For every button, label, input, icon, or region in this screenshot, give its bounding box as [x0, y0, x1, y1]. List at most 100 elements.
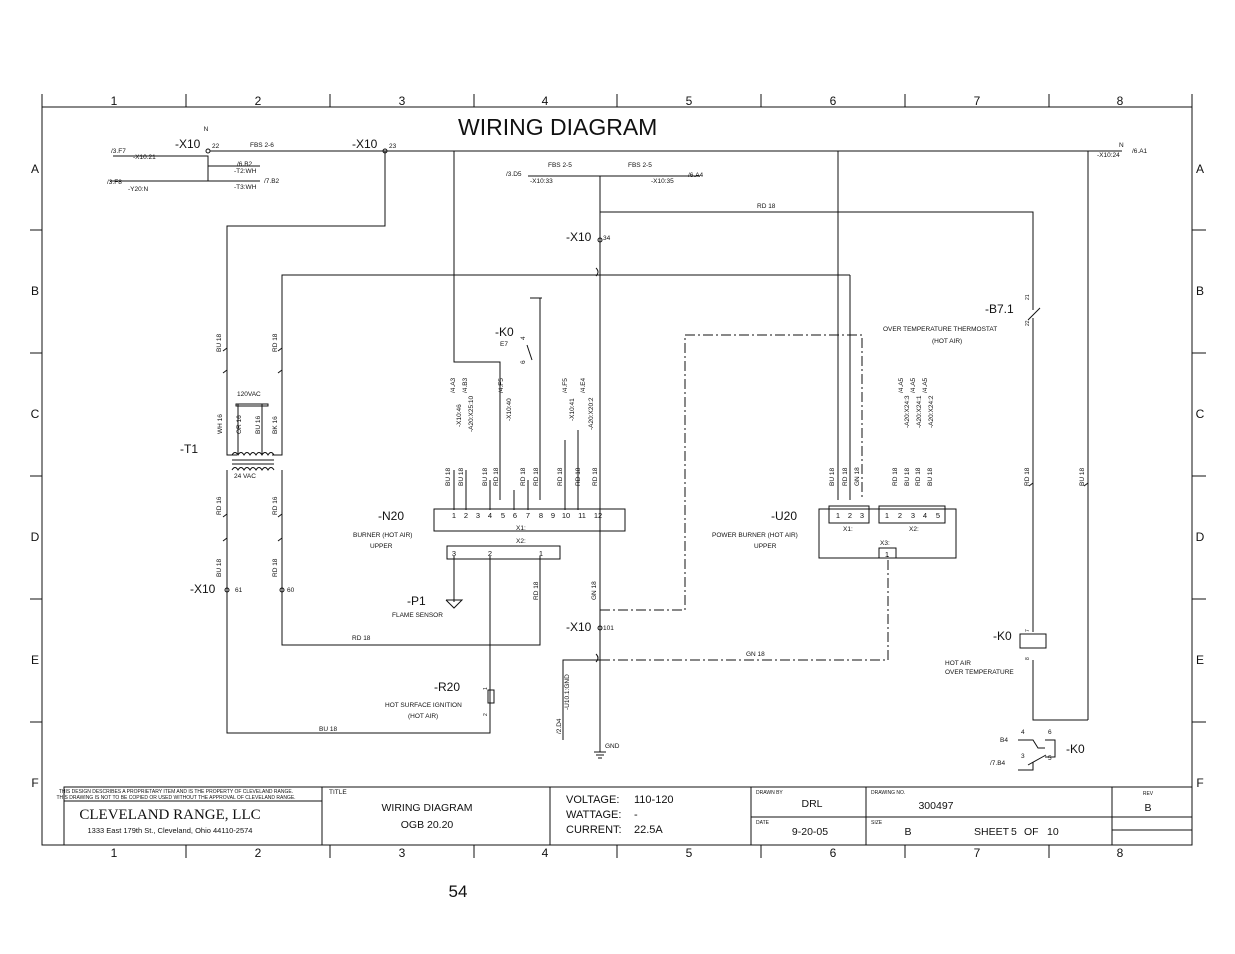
tb-sheet-total: 10	[1047, 826, 1059, 838]
tb-drawing-no-label: DRAWING NO.	[871, 790, 905, 796]
tb-date-label: DATE	[756, 820, 770, 826]
u20-wire-5: BU 18	[904, 468, 911, 486]
tb-title-label: TITLE	[329, 789, 347, 796]
n20-ref-3b: -X10:40	[506, 398, 513, 421]
row-marker: C	[31, 407, 40, 421]
label-rd18-bottom: RD 18	[352, 635, 371, 642]
label-rd18-right: RD 18	[1024, 467, 1031, 486]
n20-pin: 11	[578, 511, 586, 520]
pin-60: 60	[287, 587, 295, 594]
ref-3d5: /3.D5	[506, 171, 522, 178]
t1-rd16-left: RD 16	[216, 496, 223, 515]
pin-34: 34	[603, 235, 611, 242]
column-marker: 6	[830, 94, 837, 108]
column-marker: 1	[111, 846, 118, 860]
label-b4: B4	[1000, 737, 1008, 744]
column-marker: 8	[1117, 94, 1124, 108]
label-gnd: GND	[605, 743, 620, 750]
n20-wire-9: RD 18	[592, 467, 599, 486]
u20-x2: X2:	[909, 526, 919, 533]
u20-ref-1: /4.A5	[898, 377, 905, 393]
b71-pin-21: 21	[1025, 294, 1031, 300]
u20-x2-pin: 5	[936, 511, 940, 520]
tb-rev: B	[1144, 802, 1151, 814]
column-marker: 1	[111, 94, 118, 108]
row-marker: E	[31, 653, 39, 667]
label-t3wh: -T3:WH	[234, 184, 257, 191]
n20-x2: X2:	[516, 538, 526, 545]
ref-6a1: /6.A1	[1132, 148, 1148, 155]
u20-wire-6: RD 18	[915, 467, 922, 486]
n20-pin: 5	[501, 511, 505, 520]
n20-ref-5: /4.E4	[580, 377, 587, 393]
t1-rd16-right: RD 16	[272, 496, 279, 515]
b71-desc-1: OVER TEMPERATURE THERMOSTAT	[883, 326, 997, 333]
label-k0-top: -K0	[495, 325, 514, 339]
ref-7b4: /7.B4	[990, 760, 1006, 767]
label-x10-33: -X10:33	[530, 178, 553, 185]
label-x10-35: -X10:35	[651, 178, 674, 185]
column-marker: 6	[830, 846, 837, 860]
u20-x3: X3:	[880, 540, 890, 547]
u20-labels: BU 18 RD 18 GN 18 RD 18 BU 18 RD 18 BU 1…	[712, 377, 940, 559]
tb-title-line-2: OGB 20.20	[401, 819, 454, 831]
label-fbs-25-b: FBS 2-5	[628, 162, 652, 169]
tb-title-line-1: WIRING DIAGRAM	[382, 802, 473, 814]
n20-x2-pin: 1	[539, 549, 543, 558]
n20-ref-2b: -A20:X25:10	[468, 395, 475, 432]
label-x10-23: -X10	[352, 137, 378, 151]
tb-drawn-by-label: DRAWN BY	[756, 790, 783, 796]
column-marker: 7	[974, 846, 981, 860]
terminal-points	[205, 148, 603, 631]
r20-pin-2: 2	[483, 713, 489, 716]
row-marker: F	[1196, 776, 1203, 790]
tb-of-label: OF	[1024, 826, 1039, 838]
label-x10-34: -X10	[566, 230, 592, 244]
u20-wire-2: RD 18	[842, 467, 849, 486]
u20-x2-pin: 4	[923, 511, 927, 520]
k0-contact-4: 4	[1021, 729, 1025, 736]
tb-address: 1333 East 179th St., Cleveland, Ohio 441…	[88, 826, 253, 835]
k0-coil-pin-8: 8	[1025, 657, 1031, 660]
n20-ref-2: /4.B3	[462, 377, 469, 393]
k0-contact-3: 3	[1021, 753, 1025, 760]
t1-rd18: RD 18	[272, 333, 279, 352]
column-marker: 2	[255, 846, 262, 860]
n20-pin: 10	[562, 511, 570, 520]
t1-or16: OR 16	[236, 415, 243, 434]
b71-desc-2: (HOT AIR)	[932, 338, 962, 345]
label-x10-22: -X10	[175, 137, 201, 151]
n20-ref-5b: -A20:X20:2	[588, 397, 595, 430]
label-fbs-26: FBS 2-6	[250, 142, 274, 149]
label-t2wh: -T2:WH	[234, 168, 257, 175]
n20-pin: 2	[464, 511, 468, 520]
label-rd18-top: RD 18	[757, 203, 776, 210]
n20-ref-3: /4.F5	[498, 378, 505, 393]
n20-x2-pin: 3	[452, 549, 456, 558]
ref-6b2: /6.B2	[237, 161, 253, 168]
label-n-right: N	[1119, 142, 1124, 149]
pin-23: 23	[389, 143, 397, 150]
label-x10-61-60: -X10	[190, 582, 216, 596]
label-y20n: -Y20:N	[128, 186, 149, 193]
label-u10-gnd: -U10.1:GND	[564, 674, 571, 710]
u20-x1-pin: 2	[848, 511, 852, 520]
r20-desc-2: (HOT AIR)	[408, 713, 438, 720]
k0-pin-6: 6	[520, 360, 527, 364]
label-120vac: 120VAC	[237, 391, 261, 398]
ground-dashed-wires	[600, 334, 889, 661]
column-marker: 3	[399, 846, 406, 860]
column-marker: 4	[542, 846, 549, 860]
label-bu18-bottom: BU 18	[319, 726, 337, 733]
u20-desc-1: POWER BURNER (HOT AIR)	[712, 532, 798, 539]
label-n20: -N20	[378, 509, 404, 523]
n20-pin: 8	[539, 511, 543, 520]
tb-date: 9-20-05	[792, 826, 828, 838]
label-x10-21: -X10:21	[133, 154, 156, 161]
row-marker: B	[31, 284, 39, 298]
right-side-labels: RD 18 BU 18 -K0 7 8 HOT AIR OVER TEMPERA…	[945, 467, 1086, 767]
tb-sheet-label: SHEET	[974, 826, 1010, 838]
label-p1: -P1	[407, 594, 426, 608]
label-r20: -R20	[434, 680, 460, 694]
label-gn18-horizontal: GN 18	[746, 651, 765, 658]
